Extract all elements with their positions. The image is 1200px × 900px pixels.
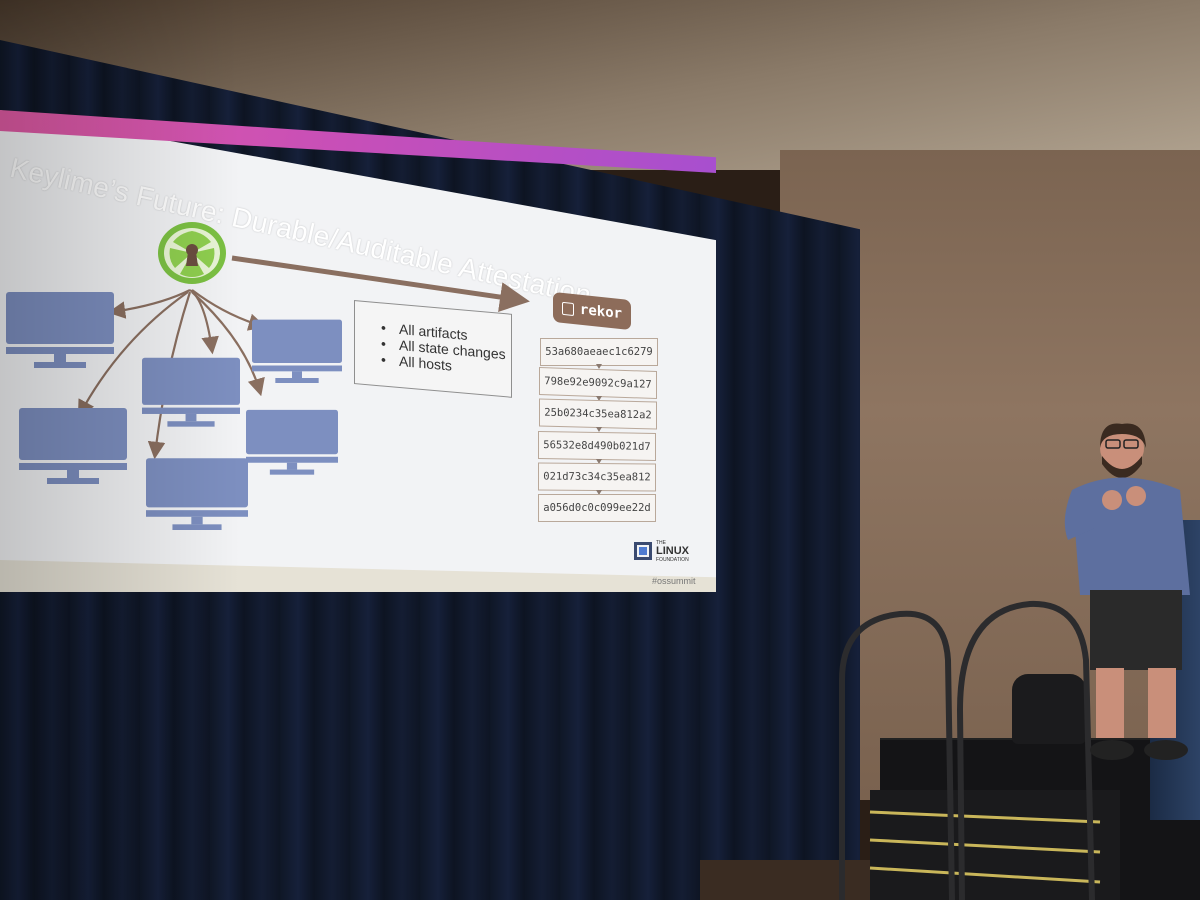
keylime-to-hosts-arrows: [77, 289, 267, 460]
monitor-icon: [252, 319, 342, 383]
chain-arrow-icon: [596, 427, 602, 432]
logo-main-text: LINUX: [656, 545, 689, 557]
monitor-icon: [142, 357, 240, 427]
hash-entry: 56532e8d490b021d7: [538, 430, 656, 462]
backpack: [1012, 674, 1086, 744]
hash-entry: 53a680aeaec1c6279: [540, 338, 658, 366]
bullet-list-box: All artifacts All state changes All host…: [354, 300, 512, 398]
chain-arrow-icon: [596, 364, 602, 369]
monitor-icon: [146, 458, 248, 530]
keylime-to-rekor-arrow: [231, 255, 530, 312]
chain-arrow-icon: [596, 459, 602, 464]
hash-entry: a056d0c0c099ee22d: [538, 494, 656, 522]
keylime-lime-icon: [158, 222, 226, 284]
hashtag-label: #ossummit: [652, 576, 696, 586]
monitor-icon: [246, 409, 338, 475]
linux-foundation-logo: THE LINUX FOUNDATION: [634, 540, 698, 564]
vignette-shadow: [0, 0, 240, 900]
hash-entry: 798e92e9092c9a127: [539, 366, 657, 400]
hash-entry: 021d73c34c35ea812: [538, 462, 656, 492]
logo-sub-text: FOUNDATION: [656, 557, 689, 563]
hash-entry: 25b0234c35ea812a2: [539, 398, 657, 430]
monitor-icon: [6, 292, 114, 368]
logo-small-text: THE: [656, 540, 666, 546]
chain-arrow-icon: [596, 490, 602, 495]
rekor-label: rekor: [579, 301, 623, 323]
stage-stairs: [839, 600, 1120, 900]
bullet-item: All hosts: [399, 353, 452, 374]
chain-arrow-icon: [596, 396, 602, 401]
speaker: [1064, 423, 1190, 760]
rekor-log-icon: [561, 301, 574, 316]
monitor-icon: [19, 408, 127, 484]
